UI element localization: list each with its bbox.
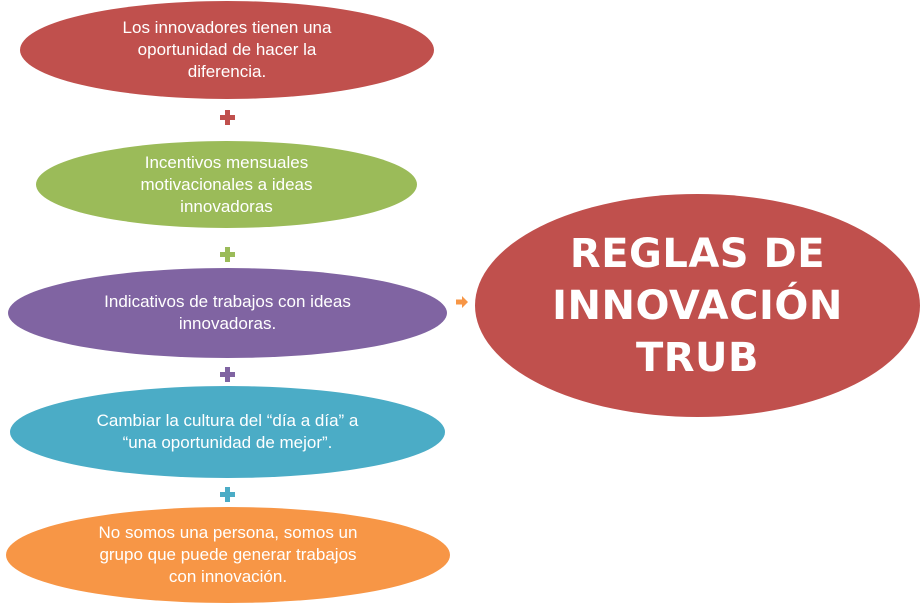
plus-icon — [220, 247, 235, 262]
plus-icon — [220, 110, 235, 125]
plus-icon — [220, 487, 235, 502]
step-text-5: No somos una persona, somos un grupo que… — [98, 523, 358, 586]
result-title: REGLAS DE INNOVACIÓN TRUB — [552, 230, 843, 381]
step-text-1: Los innovadores tienen una oportunidad d… — [122, 18, 332, 81]
step-ellipse-1: Los innovadores tienen una oportunidad d… — [20, 1, 434, 99]
step-text-4: Cambiar la cultura del “día a día” a “un… — [96, 411, 359, 452]
step-ellipse-5: No somos una persona, somos un grupo que… — [6, 507, 450, 603]
step-ellipse-2: Incentivos mensuales motivacionales a id… — [36, 141, 417, 228]
step-ellipse-3: Indicativos de trabajos con ideas innova… — [8, 268, 447, 358]
arrow-right-icon — [456, 296, 468, 308]
result-ellipse: REGLAS DE INNOVACIÓN TRUB — [475, 194, 920, 417]
plus-icon — [220, 367, 235, 382]
step-text-3: Indicativos de trabajos con ideas innova… — [104, 292, 351, 333]
step-text-2: Incentivos mensuales motivacionales a id… — [140, 152, 313, 216]
step-ellipse-4: Cambiar la cultura del “día a día” a “un… — [10, 386, 445, 478]
